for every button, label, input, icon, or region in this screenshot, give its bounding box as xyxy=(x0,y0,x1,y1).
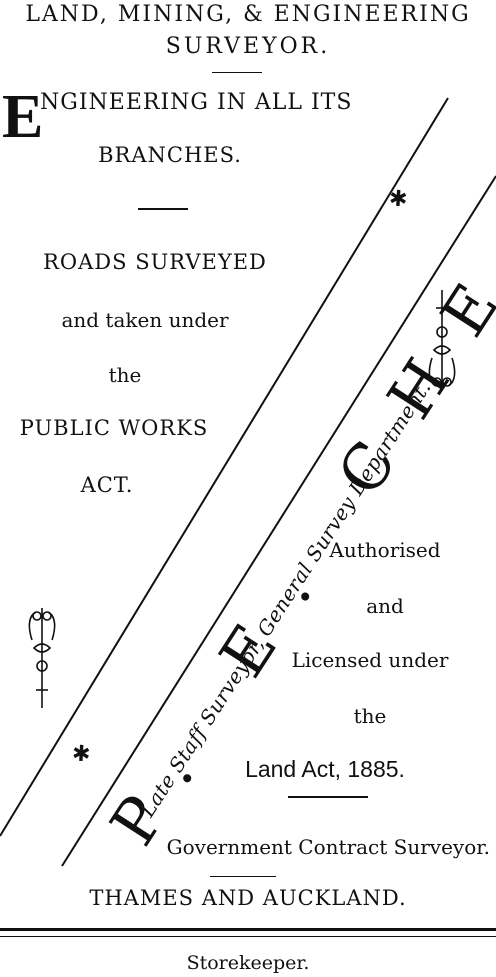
page-title: LAND, MINING, & ENGINEERING xyxy=(25,2,471,27)
and-right: and xyxy=(366,594,404,618)
branches-line: BRANCHES. xyxy=(98,143,242,167)
bottom-rule-thin xyxy=(0,936,496,937)
engineering-line: NGINEERING IN ALL ITS xyxy=(40,90,353,115)
public-works: PUBLIC WORKS xyxy=(19,416,209,440)
taken-under: and taken under xyxy=(61,308,229,332)
drop-cap: E xyxy=(2,83,44,151)
diagonal-rule-upper xyxy=(0,97,449,837)
svg-text:✱: ✱ xyxy=(67,739,98,768)
page-subtitle: SURVEYOR. xyxy=(165,34,331,59)
next-ad-heading: Storekeeper. xyxy=(186,952,310,974)
bottom-rule xyxy=(0,928,496,931)
the-right: the xyxy=(353,704,387,728)
the-left: the xyxy=(108,363,142,387)
licensed-under: Licensed under xyxy=(291,648,449,672)
government-contract-surveyor: Government Contract Surveyor. xyxy=(166,835,490,859)
scroll-ornament-icon xyxy=(28,608,56,708)
star-ornament-icon: ✱ xyxy=(384,184,415,213)
act-label: ACT. xyxy=(80,473,134,497)
star-ornament-icon: ✱ xyxy=(67,739,98,768)
land-act: Land Act, 1885. xyxy=(245,756,405,782)
scroll-ornament-icon xyxy=(428,290,456,390)
roads-surveyed: ROADS SURVEYED xyxy=(43,250,267,274)
divider xyxy=(210,876,276,877)
svg-text:✱: ✱ xyxy=(384,184,415,213)
place-line: THAMES AND AUCKLAND. xyxy=(89,886,407,910)
divider xyxy=(288,796,368,798)
diagonal-rule-lower xyxy=(61,175,496,867)
divider xyxy=(138,208,188,210)
divider xyxy=(212,72,262,73)
authorised: Authorised xyxy=(329,538,441,562)
